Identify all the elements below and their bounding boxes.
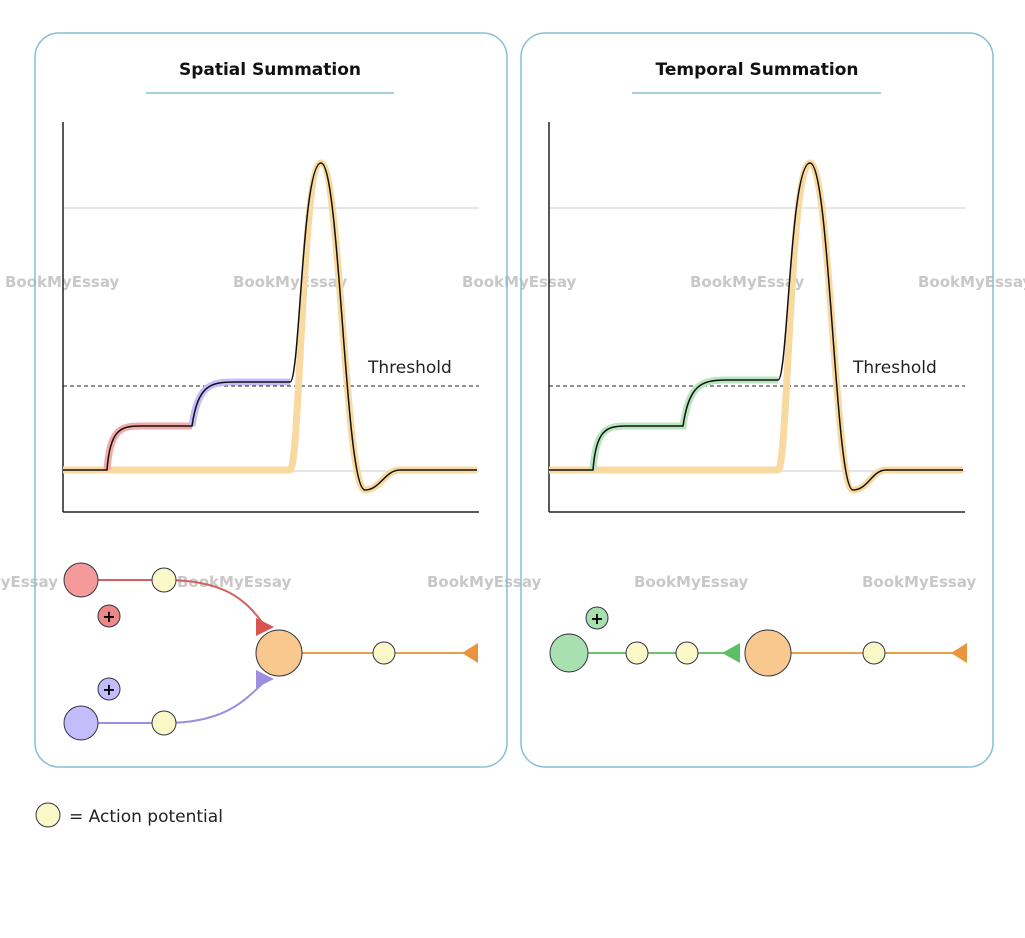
spatial-summation-panel: Spatial Summation Threshold xyxy=(34,32,508,768)
action-potential-dot xyxy=(675,641,699,665)
action-potential-dot xyxy=(862,641,886,665)
target-neuron xyxy=(255,629,303,677)
watermark: BookMyEssay xyxy=(462,273,576,291)
excitatory-plus-icon xyxy=(97,604,121,628)
svg-text:+: + xyxy=(102,680,115,699)
neuron-diagram: + xyxy=(549,606,967,677)
excitatory-plus-icon xyxy=(97,677,121,701)
svg-text:+: + xyxy=(590,609,603,628)
watermark: BookMyEssay xyxy=(427,573,541,591)
action-potential-dot xyxy=(625,641,649,665)
svg-text:+: + xyxy=(102,607,115,626)
action-potential-curve xyxy=(549,162,963,491)
watermark: BookMyEssay xyxy=(177,573,291,591)
action-potential-curve xyxy=(63,162,477,491)
action-potential-dot xyxy=(151,710,177,736)
panel-title: Spatial Summation xyxy=(179,60,361,80)
action-potential-dot xyxy=(151,567,177,593)
watermark: BookMyEssay xyxy=(690,273,804,291)
neuron-diagram: + + xyxy=(63,562,478,741)
membrane-potential-graph: Threshold xyxy=(548,122,965,513)
action-potential-legend-dot xyxy=(35,802,61,828)
watermark: BookMyEssay xyxy=(918,273,1025,291)
watermark: BookMyEssay xyxy=(0,573,58,591)
threshold-label: Threshold xyxy=(367,358,452,378)
panel-title: Temporal Summation xyxy=(655,60,858,80)
purple-input-neuron xyxy=(63,705,99,741)
watermark: BookMyEssay xyxy=(5,273,119,291)
legend-label: = Action potential xyxy=(69,807,223,827)
threshold-label: Threshold xyxy=(852,358,937,378)
watermark: BookMyEssay xyxy=(862,573,976,591)
watermark: BookMyEssay xyxy=(233,273,347,291)
action-potential-dot xyxy=(372,641,396,665)
watermark: BookMyEssay xyxy=(634,573,748,591)
legend: = Action potential xyxy=(35,802,223,828)
watermarks: BookMyEssay BookMyEssay BookMyEssay Book… xyxy=(0,273,1025,591)
temporal-summation-panel: Temporal Summation Threshold + xyxy=(520,32,994,768)
red-input-neuron xyxy=(63,562,99,598)
excitatory-plus-icon xyxy=(585,606,609,630)
membrane-potential-graph: Threshold xyxy=(62,122,479,513)
target-neuron xyxy=(744,629,792,677)
green-input-neuron xyxy=(549,633,589,673)
